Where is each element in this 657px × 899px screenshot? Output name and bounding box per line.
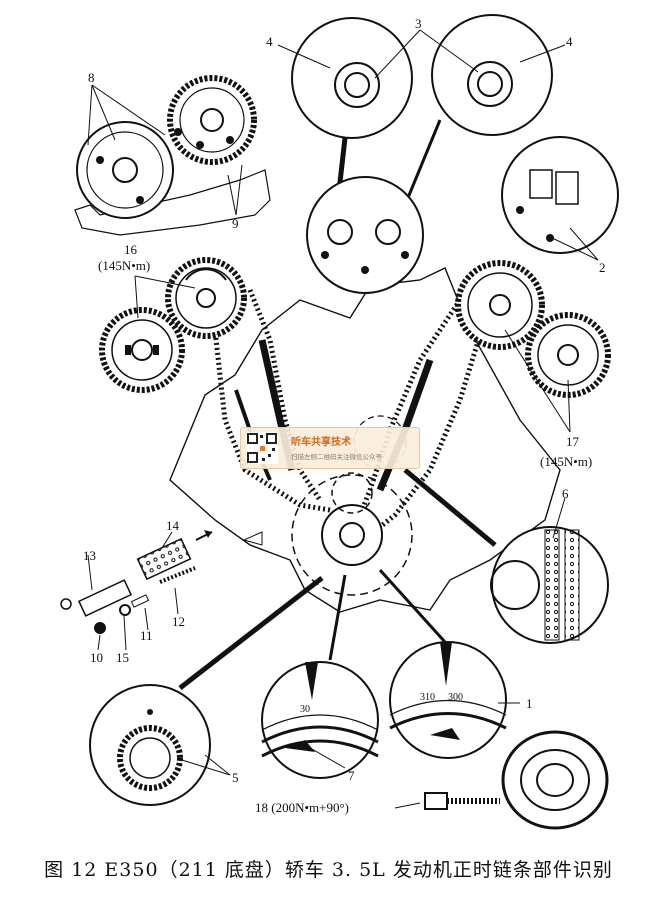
label-4-right: 4 bbox=[566, 34, 573, 49]
detail-timing-mark-30 bbox=[261, 661, 379, 779]
part-labels: 1 2 3 4 4 5 6 7 8 9 10 11 12 13 14 15 16… bbox=[83, 16, 606, 815]
detail-crank-sprocket bbox=[89, 684, 211, 806]
right-chain bbox=[357, 298, 463, 516]
label-17: 17 bbox=[566, 434, 580, 449]
engine-block-outline bbox=[169, 267, 561, 613]
mark-300: 300 bbox=[448, 692, 463, 703]
mark-30: 30 bbox=[300, 704, 310, 715]
figure-caption: 图 12 E350（211 底盘）轿车 3. 5L 发动机正时链条部件识别 bbox=[44, 859, 613, 881]
timing-mark-numbers: 30 310 300 bbox=[300, 692, 463, 715]
mark-310: 310 bbox=[420, 692, 435, 703]
label-16: 16 bbox=[124, 242, 138, 257]
detail-cylinder-head bbox=[306, 176, 424, 294]
detail-cam-bolt-right bbox=[431, 14, 553, 136]
detail-timing-mark-310 bbox=[389, 641, 507, 759]
watermark-title: 听车共享技术 bbox=[291, 437, 351, 448]
crankshaft-sprocket bbox=[291, 472, 413, 596]
detail-chain-links bbox=[490, 526, 609, 644]
left-chain bbox=[212, 274, 331, 513]
label-6: 6 bbox=[562, 486, 569, 501]
label-13: 13 bbox=[83, 548, 96, 563]
label-1: 1 bbox=[526, 696, 533, 711]
label-3: 3 bbox=[415, 16, 422, 31]
detail-cam-bolt-left bbox=[291, 17, 413, 139]
label-18-torque: 18 (200N•m+90°) bbox=[255, 800, 349, 815]
label-11: 11 bbox=[140, 628, 153, 643]
left-chain-inner bbox=[247, 289, 323, 502]
detail-camshaft-adjusters bbox=[74, 75, 271, 236]
left-intake-cam-sprocket bbox=[165, 257, 247, 339]
label-10: 10 bbox=[90, 650, 103, 665]
crank-pulley-damper bbox=[501, 730, 609, 830]
label-2: 2 bbox=[599, 260, 606, 275]
label-5: 5 bbox=[232, 770, 239, 785]
label-12: 12 bbox=[172, 614, 185, 629]
label-7: 7 bbox=[348, 768, 355, 783]
label-15: 15 bbox=[116, 650, 129, 665]
label-17-torque: (145N•m) bbox=[540, 454, 592, 469]
crank-bolt bbox=[424, 792, 500, 810]
right-intake-cam-sprocket bbox=[455, 260, 545, 350]
qr-code-icon bbox=[246, 432, 278, 464]
detail-camshaft-sensor bbox=[501, 136, 619, 254]
right-chain-inner bbox=[368, 334, 483, 537]
watermark-subtitle: 扫描左侧二维码关注微信公众号 bbox=[291, 454, 382, 461]
tensioner-parts bbox=[60, 530, 263, 634]
label-4-left: 4 bbox=[266, 34, 273, 49]
label-8: 8 bbox=[88, 70, 95, 85]
label-9: 9 bbox=[232, 216, 239, 231]
label-14: 14 bbox=[166, 518, 180, 533]
label-16-torque: (145N•m) bbox=[98, 258, 150, 273]
leader-lines bbox=[87, 29, 599, 809]
left-exhaust-cam-sprocket bbox=[99, 307, 185, 393]
right-exhaust-cam-sprocket bbox=[525, 312, 611, 398]
watermark-badge: 听车共享技术 扫描左侧二维码关注微信公众号 bbox=[240, 427, 420, 469]
